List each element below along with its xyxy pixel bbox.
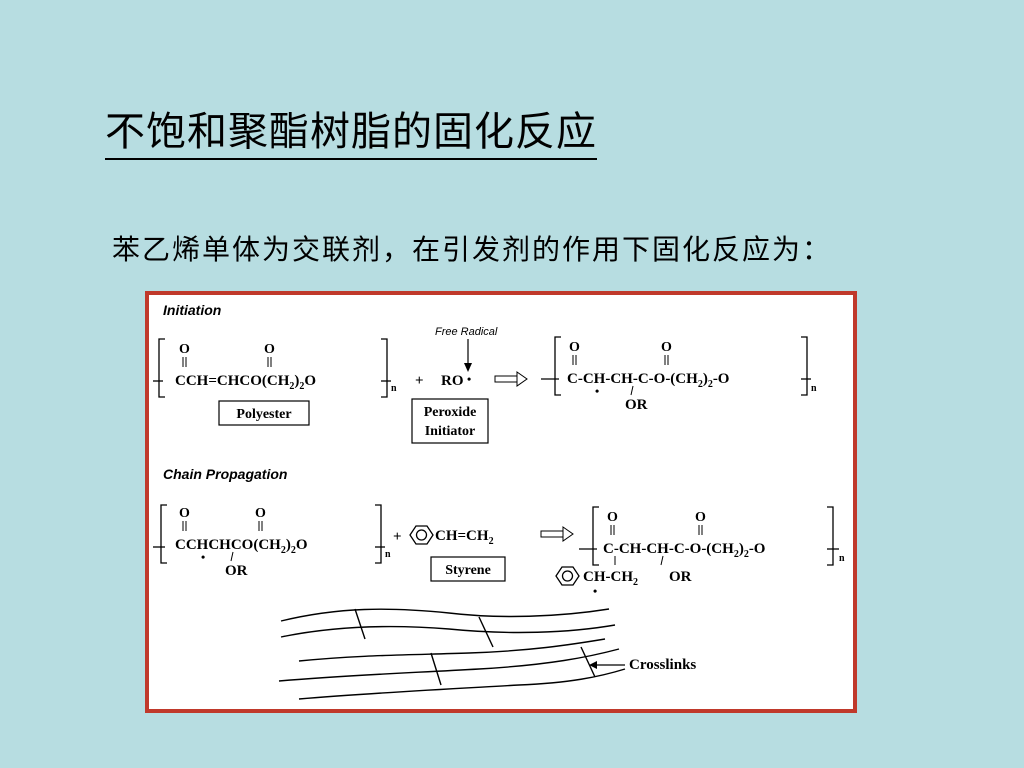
initiator-label-1: Peroxide <box>424 405 477 420</box>
product1-oxygen-2: O <box>661 340 672 355</box>
polyester-formula: CCH=CHCO(CH2)2O <box>175 373 316 392</box>
product2-branch-bond-2 <box>660 555 664 566</box>
reactant-bracket <box>153 504 385 564</box>
styrene-box <box>430 556 506 582</box>
free-radical-label: Free Radical <box>435 326 498 338</box>
product1-bond <box>630 385 634 396</box>
propagation-heading: Chain Propagation <box>163 466 287 482</box>
product1-formula: C-CH-CH-C-O-(CH2)2-O <box>567 371 729 390</box>
repeat-n-1: n <box>391 383 397 394</box>
plus-sign-1: + <box>415 373 424 389</box>
product2-oxygen-2: O <box>695 510 706 525</box>
product1-or: OR <box>625 397 648 413</box>
plus-sign-2: + <box>393 529 402 545</box>
slide-title: 不饱和聚酯树脂的固化反应 <box>105 108 597 160</box>
product1-oxygen-1: O <box>569 340 580 355</box>
polyester-bracket <box>153 338 391 398</box>
polyester-oxygen-2: O <box>264 342 275 357</box>
benzene-ring-icon <box>409 525 434 545</box>
reactant-bond <box>230 551 234 562</box>
reactant-oxygen-1: O <box>179 506 190 521</box>
crosslinked-network <box>278 608 626 700</box>
reaction-arrow-2 <box>540 526 574 542</box>
free-radical-arrow <box>464 339 472 372</box>
product2-double-bonds <box>610 525 703 535</box>
product2-radical-dot: • <box>593 584 597 598</box>
product2-branch: CH-CH2 <box>583 569 638 588</box>
reactant-double-bonds <box>182 521 263 531</box>
product-bracket-2 <box>579 506 839 566</box>
product-bracket-1 <box>541 336 811 396</box>
repeat-n-2: n <box>811 383 817 394</box>
polyester-label: Polyester <box>236 407 291 422</box>
initiation-heading: Initiation <box>163 302 221 318</box>
reactant-or: OR <box>225 563 248 579</box>
product2-formula: C-CH-CH-C-O-(CH2)2-O <box>603 541 765 560</box>
reactant-radical-dot: • <box>201 550 205 564</box>
reaction-diagram: Initiation O O CCH=CHCO(CH2)2O n Polyest… <box>153 302 845 700</box>
repeat-n-3: n <box>385 549 391 560</box>
styrene-formula: CH=CH2 <box>435 528 494 547</box>
polyester-double-bonds <box>182 357 272 367</box>
reactant-oxygen-2: O <box>255 506 266 521</box>
reaction-figure: Initiation O O CCH=CHCO(CH2)2O n Polyest… <box>145 291 857 713</box>
styrene-label: Styrene <box>445 563 491 578</box>
reactant-formula: CCHCHCO(CH2)2O <box>175 537 308 556</box>
reaction-arrow-1 <box>494 371 528 387</box>
initiator-box <box>411 398 489 444</box>
repeat-n-4: n <box>839 553 845 564</box>
product1-radical-dot: • <box>595 384 599 398</box>
radical-dot: • <box>467 372 471 386</box>
radical-ro: RO <box>441 373 464 389</box>
product2-or: OR <box>669 569 692 585</box>
polyester-box <box>218 400 310 426</box>
initiator-label-2: Initiator <box>425 424 476 439</box>
slide-subtitle: 苯乙烯单体为交联剂，在引发剂的作用下固化反应为： <box>112 233 833 266</box>
polyester-oxygen-1: O <box>179 342 190 357</box>
benzene-ring-icon-2 <box>555 566 580 586</box>
crosslinks-pointer <box>589 661 625 669</box>
product1-double-bonds <box>572 355 669 365</box>
product2-oxygen-1: O <box>607 510 618 525</box>
crosslinks-label: Crosslinks <box>629 657 696 673</box>
